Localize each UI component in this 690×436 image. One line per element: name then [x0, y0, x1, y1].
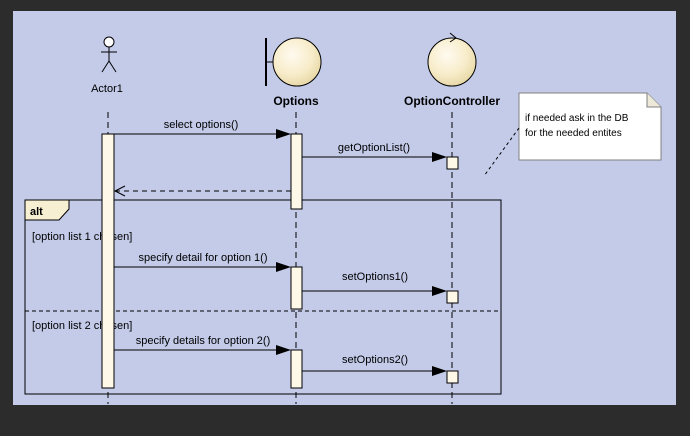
- message-label-set-options-1: setOptions1(): [342, 271, 408, 283]
- boundary-activation-2[interactable]: [290, 266, 303, 310]
- actor-activation[interactable]: [101, 133, 115, 389]
- message-specify-detail-1[interactable]: specify detail for option 1(): [114, 252, 291, 272]
- boundary-activation-3[interactable]: [290, 349, 303, 389]
- message-label-get-option-list: getOptionList(): [338, 142, 410, 154]
- diagram-canvas: [13, 11, 676, 405]
- message-specify-details-2[interactable]: specify details for option 2(): [114, 335, 291, 355]
- boundary-activation-1[interactable]: [290, 133, 303, 210]
- actor-icon[interactable]: [101, 36, 117, 73]
- alt-operator-label: alt: [30, 206, 43, 218]
- note-line-2: for the needed entites: [525, 128, 622, 139]
- controller-activation-1[interactable]: [446, 156, 459, 170]
- message-label-select-options: select options(): [164, 119, 239, 131]
- controller-label: OptionController: [404, 94, 500, 108]
- controller-activation-2[interactable]: [446, 290, 459, 304]
- message-select-options[interactable]: select options(): [114, 119, 291, 139]
- boundary-label: Options: [273, 94, 319, 108]
- message-label-set-options-2: setOptions2(): [342, 354, 408, 366]
- message-set-options-2[interactable]: setOptions2(): [302, 354, 447, 376]
- note[interactable]: if needed ask in the DB for the needed e…: [518, 92, 662, 161]
- return-message[interactable]: [113, 185, 291, 197]
- guard-1: [option list 1 chosen]: [32, 231, 132, 243]
- boundary-icon[interactable]: [265, 37, 322, 87]
- guard-2: [option list 2 chosen]: [32, 320, 132, 332]
- message-label-specify-detail-1: specify detail for option 1(): [138, 252, 267, 264]
- control-icon[interactable]: [427, 32, 477, 87]
- message-label-specify-details-2: specify details for option 2(): [136, 335, 271, 347]
- controller-activation-3[interactable]: [446, 370, 459, 384]
- note-connector: [483, 127, 520, 177]
- note-line-1: if needed ask in the DB: [525, 113, 629, 124]
- actor-label: Actor1: [91, 83, 123, 95]
- message-get-option-list[interactable]: getOptionList(): [302, 142, 447, 162]
- message-set-options-1[interactable]: setOptions1(): [302, 271, 447, 296]
